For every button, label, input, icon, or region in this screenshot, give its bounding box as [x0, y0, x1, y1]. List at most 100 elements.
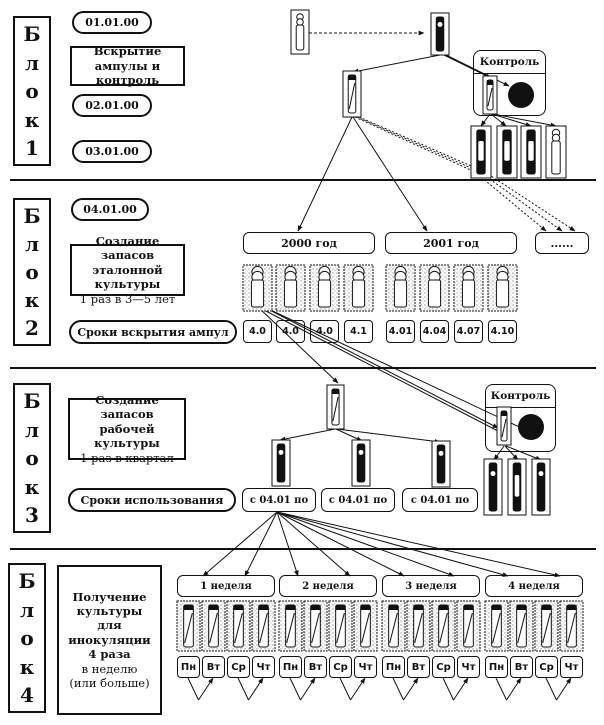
ampoule-icon: [278, 600, 303, 652]
ampoule-body: [427, 279, 442, 308]
distribution-arrow: [276, 511, 509, 577]
distribution-arrow: [276, 511, 561, 578]
year-2001-box: 2001 год: [385, 232, 517, 254]
control-label: Контроль: [486, 385, 555, 408]
block-letter: л: [24, 417, 40, 442]
ampoule-bubble: [538, 471, 544, 477]
ampoule-mark: [414, 612, 423, 644]
ampoule-cap: [438, 605, 449, 610]
distribution-arrow: [244, 511, 278, 577]
ampoule-neck: [284, 265, 297, 279]
ampoule-bubble: [490, 471, 496, 477]
ampoule-mark: [439, 612, 448, 644]
day-box: Ср: [227, 656, 250, 678]
ampoule-body: [438, 604, 449, 648]
ampoule-frame: [309, 264, 340, 312]
ampoule-icon: [507, 458, 527, 516]
ampoule-frame: [275, 264, 306, 312]
note-line: 1 раз в квартал: [80, 450, 174, 465]
ampoule-neck: [251, 270, 264, 284]
week-box: 4 неделя: [485, 575, 583, 597]
ampoule-mark: [259, 612, 268, 644]
ampoule-cap: [331, 389, 340, 394]
day-box: Чт: [354, 656, 377, 678]
ampoule-frame: [507, 458, 527, 516]
ampoule-body: [295, 24, 305, 51]
year-arrow: [297, 116, 353, 232]
ampoule-frame: [456, 600, 481, 652]
day-box: Пн: [382, 656, 405, 678]
ampoule-cap: [541, 605, 552, 610]
ampoule-frame: [406, 600, 431, 652]
distribution-arrow: [276, 511, 455, 577]
ampoule-opening-date: 4.07: [454, 320, 483, 343]
ampoule-frame: [326, 384, 345, 430]
ampoule-body: [541, 604, 552, 648]
ampoule-body: [335, 604, 346, 648]
ampoule-frame: [271, 439, 291, 487]
ampoule-cap: [233, 605, 244, 610]
block-letter: Б: [23, 22, 41, 46]
ampoule-opening-date: 4.0: [276, 320, 305, 343]
ampoule-icon: [470, 125, 492, 179]
cycle-line: [187, 677, 199, 701]
block-letter: л: [24, 232, 40, 256]
ampoule-icon: [303, 600, 328, 652]
ampoule-cap: [335, 605, 346, 610]
date-pill-02-01-00: 02.01.00: [72, 94, 152, 117]
dashed-line: [358, 116, 486, 173]
ampoule-cap: [388, 605, 399, 610]
ampoule-frame: [430, 12, 450, 56]
day-box: Вт: [202, 656, 225, 678]
ampoule-mark: [311, 612, 320, 644]
day-box: Ср: [535, 656, 558, 678]
ampoule-body: [285, 604, 296, 648]
ampoule-neck: [462, 270, 475, 284]
year-more-box: ......: [535, 232, 589, 254]
day-box: Пн: [177, 656, 200, 678]
ampoule-body: [413, 604, 424, 648]
ampoule-neck: [394, 265, 407, 279]
ampoule-mark: [332, 396, 339, 422]
date-pill-01-01-00: 01.01.00: [72, 11, 152, 34]
ampoule-body: [388, 604, 399, 648]
distribution-arrow: [276, 511, 405, 577]
ampoule-body: [491, 604, 502, 648]
split-line: [352, 54, 441, 74]
ampoule-body: [283, 279, 298, 308]
ampoule-frame: [545, 125, 567, 179]
ampoule-cap: [516, 605, 527, 610]
ampoule-body: [463, 604, 474, 648]
block-letter: о: [25, 79, 39, 103]
ampoule-frame: [385, 264, 416, 312]
ampoule-body: [208, 604, 219, 648]
ampoule-body: [526, 129, 536, 175]
ampoule-frame: [453, 264, 484, 312]
ampoule-icon: [226, 600, 251, 652]
ampoule-bubble: [528, 141, 534, 161]
split-line: [279, 428, 336, 442]
ampoule-icon: [483, 458, 503, 516]
ampoule-icon: [430, 12, 450, 56]
split-line: [336, 428, 441, 444]
ampoule-icon: [251, 600, 276, 652]
ampoule-body: [461, 279, 476, 308]
ampoule-body: [393, 279, 408, 308]
block-3-label: Б л о к 3: [13, 383, 51, 533]
note-line: 4 раза: [88, 647, 131, 662]
ampoule-bubble: [478, 141, 484, 161]
block-letter: к: [24, 107, 40, 132]
usage-date-box: с 04.01 по: [321, 488, 395, 512]
ampoule-mark: [336, 612, 345, 644]
ampoule-icon: [520, 125, 542, 179]
ampoule-neck: [296, 13, 304, 21]
ampoule-icon: [406, 600, 431, 652]
ampoule-frame: [176, 600, 201, 652]
ampoule-frame: [487, 264, 518, 312]
block-letter: к: [24, 288, 40, 312]
usage-date-box: с 04.01 по: [402, 488, 478, 512]
ampoule-frame: [534, 600, 559, 652]
ampoule-mark: [567, 612, 576, 644]
day-box: Ср: [329, 656, 352, 678]
ampoule-neck: [496, 270, 509, 284]
